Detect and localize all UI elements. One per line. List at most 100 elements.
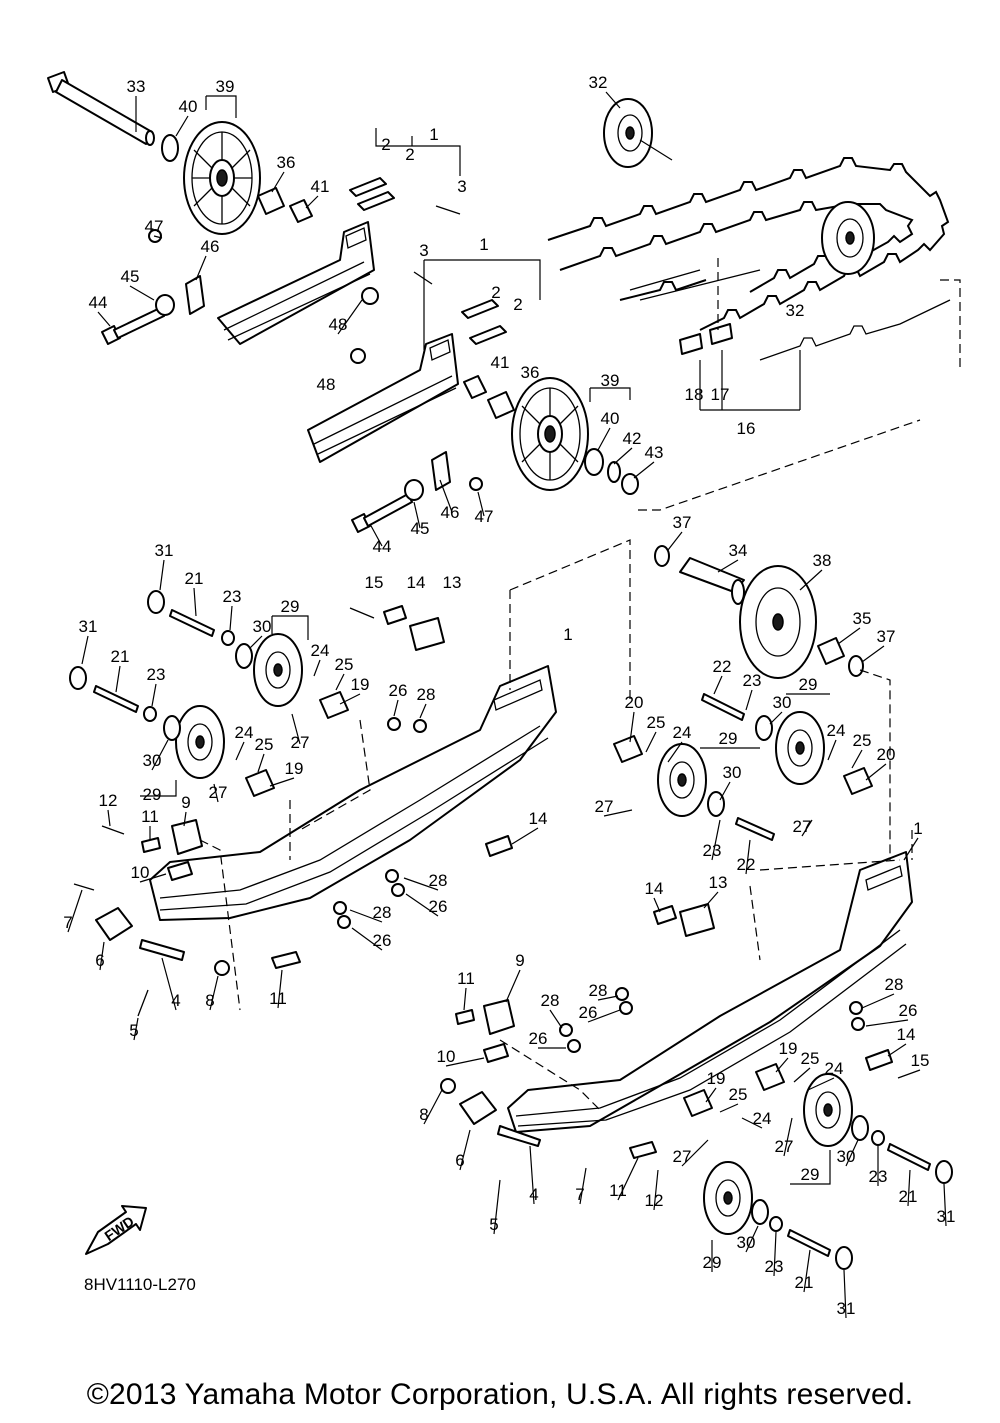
callout-24: 24	[311, 641, 330, 660]
callout-16: 16	[737, 419, 756, 438]
callout-26: 26	[899, 1001, 918, 1020]
dashed-guides	[199, 279, 961, 1111]
block-41-upper	[289, 199, 313, 223]
wheel-39-upper-left	[183, 121, 261, 235]
callout-26: 26	[429, 897, 448, 916]
clip-11-left	[141, 837, 161, 853]
arm-19-right-a	[683, 1089, 713, 1117]
callout-30: 30	[723, 763, 742, 782]
callout-44: 44	[89, 293, 108, 312]
screw-5-left	[137, 989, 149, 1017]
callout-29: 29	[799, 675, 818, 694]
pin-2-upper	[349, 177, 387, 197]
clip-11b-right	[629, 1141, 657, 1159]
arm-20-mid-left	[613, 735, 643, 763]
callout-30: 30	[253, 617, 272, 636]
nut-43	[621, 473, 639, 495]
callout-23: 23	[743, 671, 762, 690]
callout-19: 19	[285, 759, 304, 778]
callout-45: 45	[411, 519, 430, 538]
callout-24: 24	[825, 1059, 844, 1078]
callout-36: 36	[521, 363, 540, 382]
callout-7: 7	[63, 913, 72, 932]
washer-23-left-upper	[221, 630, 235, 646]
bolt-44-middle	[351, 493, 413, 533]
pin-3-middle	[413, 271, 433, 285]
block-10-left	[167, 861, 193, 881]
callout-31: 31	[79, 617, 98, 636]
callout-10: 10	[131, 863, 150, 882]
axle-33	[47, 71, 155, 146]
callout-25: 25	[853, 731, 872, 750]
callout-11: 11	[457, 969, 475, 988]
block-41-middle	[463, 375, 487, 399]
callout-27: 27	[209, 783, 228, 802]
callout-22: 22	[737, 855, 756, 874]
callout-23: 23	[703, 841, 722, 860]
washer-23-left-lower	[143, 706, 157, 722]
callout-27: 27	[673, 1147, 692, 1166]
bracket-46-middle	[431, 451, 451, 491]
callout-17: 17	[711, 385, 730, 404]
callout-28: 28	[417, 685, 436, 704]
callout-48: 48	[329, 315, 348, 334]
callout-2: 2	[513, 295, 522, 314]
screw-12-left	[101, 825, 125, 835]
arm-19-left-lower	[245, 769, 275, 797]
callout-19: 19	[707, 1069, 726, 1088]
callout-28: 28	[541, 991, 560, 1010]
block-10-right	[483, 1043, 509, 1063]
cap-13-right	[679, 903, 715, 937]
clip-14-left	[383, 605, 407, 625]
rail-upper-middle	[307, 333, 459, 463]
callouts: 33 39 40 36 41 1 2 2 3 47 46 45 44 48 32…	[63, 73, 955, 1318]
bracket-46-upper	[185, 275, 205, 315]
cap-6-left	[95, 907, 133, 941]
callout-41: 41	[311, 177, 330, 196]
callout-21: 21	[185, 569, 204, 588]
bearing-30-left-upper	[235, 643, 253, 669]
callout-41: 41	[491, 353, 510, 372]
diagram-code: 8HV1110-L270	[84, 1275, 196, 1294]
callout-25: 25	[647, 713, 666, 732]
bolt-47-middle	[469, 477, 483, 491]
wheel-29-left-lower	[175, 705, 225, 779]
callout-26: 26	[529, 1029, 548, 1048]
callout-15: 15	[911, 1051, 930, 1070]
wheel-39-middle	[511, 377, 589, 491]
nut-48-upper	[361, 287, 379, 305]
fwd-arrow: FWD	[85, 1205, 147, 1255]
bolt-21-left-upper	[169, 609, 215, 637]
callout-25: 25	[729, 1085, 748, 1104]
washer-8-left	[214, 960, 230, 976]
callout-25: 25	[255, 735, 274, 754]
screw-7-left	[73, 883, 95, 891]
callout-12: 12	[99, 791, 118, 810]
pin-2b-upper	[357, 191, 395, 211]
callout-8: 8	[205, 991, 214, 1010]
spacer-40-upper	[161, 134, 179, 162]
callout-43: 43	[645, 443, 664, 462]
callout-12: 12	[645, 1191, 664, 1210]
pin-2-middle	[461, 299, 499, 319]
collar-36-middle	[487, 391, 515, 419]
callout-39: 39	[216, 77, 235, 96]
nut-48-middle	[350, 348, 366, 364]
callout-22: 22	[713, 657, 732, 676]
callout-23: 23	[147, 665, 166, 684]
pin-3-upper	[435, 205, 461, 215]
callout-30: 30	[773, 693, 792, 712]
wheel-38	[739, 565, 817, 679]
callout-9: 9	[181, 793, 190, 812]
block-9-right	[483, 999, 515, 1035]
callout-14: 14	[529, 809, 548, 828]
block-9-left	[171, 819, 203, 855]
callout-29: 29	[719, 729, 738, 748]
callout-20: 20	[877, 745, 896, 764]
callout-14: 14	[645, 879, 664, 898]
callout-47: 47	[145, 217, 164, 236]
callout-26: 26	[373, 931, 392, 950]
callout-21: 21	[795, 1273, 814, 1292]
arm-20-mid-right	[843, 767, 873, 795]
